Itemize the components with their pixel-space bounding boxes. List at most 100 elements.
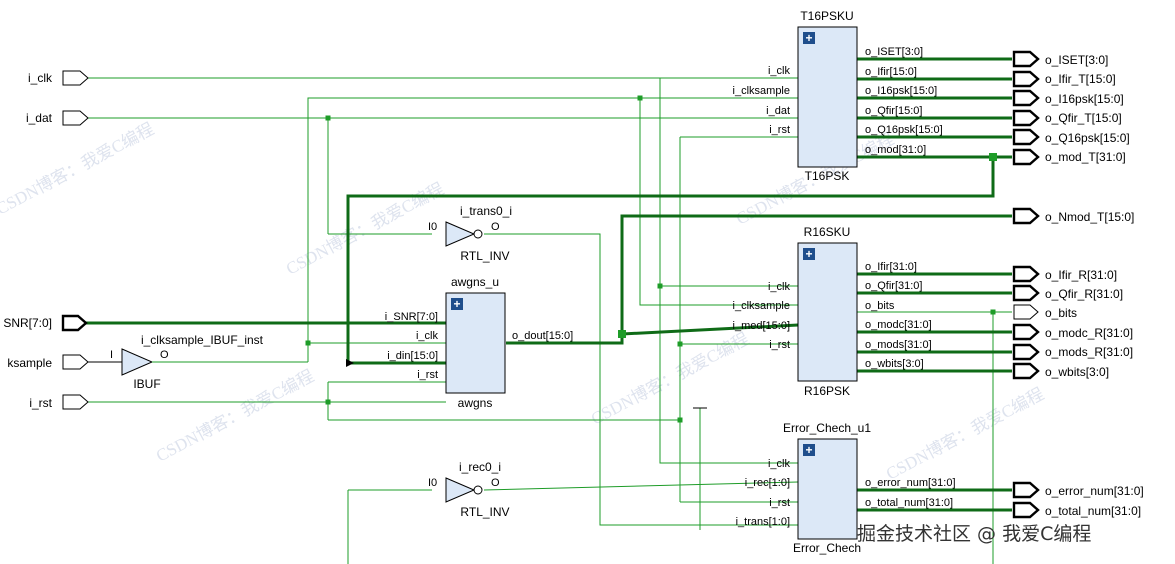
- inverter-icon[interactable]: [445, 477, 476, 503]
- port-o-ifir-t[interactable]: [1012, 70, 1040, 88]
- port-label-i-rst: i_rst: [29, 396, 52, 410]
- port-label: o_Qfir_T[15:0]: [1045, 111, 1122, 125]
- gate-ibuf[interactable]: i_clksample_IBUF_inst I O IBUF: [88, 333, 264, 391]
- port-label-i-snr: SNR[7:0]: [3, 316, 52, 330]
- junction-dot: [677, 341, 683, 347]
- port-o-mod-t[interactable]: [1012, 148, 1040, 166]
- pin-label: o_I16psk[15:0]: [865, 85, 937, 97]
- pin-label: i_rst: [769, 339, 790, 351]
- port-o-qfir-r[interactable]: [1012, 284, 1040, 302]
- inverter-bubble: [473, 485, 483, 495]
- expand-plus: +: [805, 31, 812, 45]
- pin-label: i_rst: [417, 369, 438, 381]
- pin-label: i_trans[1:0]: [736, 516, 790, 528]
- block-awgns[interactable]: awgns_u + awgns i_SNR[7:0] i_clk i_din[1…: [385, 275, 573, 410]
- pin-label: i_clksample: [733, 300, 790, 312]
- expand-icon[interactable]: [451, 298, 463, 310]
- block-type-name: T16PSK: [805, 169, 850, 183]
- port-label: o_Nmod_T[15:0]: [1045, 210, 1134, 224]
- port-label-i-dat: i_dat: [26, 111, 53, 125]
- port-i-snr[interactable]: [61, 314, 88, 332]
- block-type-name: awgns: [458, 396, 493, 410]
- gate-pin-label: O: [160, 349, 169, 361]
- pin-label: o_Qfir[31:0]: [865, 280, 922, 292]
- port-i-clk[interactable]: [62, 70, 89, 86]
- port-o-error-num[interactable]: [1012, 481, 1040, 499]
- port-o-ifir-r[interactable]: [1012, 265, 1040, 283]
- gate-type-name: IBUF: [133, 377, 160, 391]
- pin-label: i_med[15:0]: [733, 320, 790, 332]
- pin-label: o_Ifir[15:0]: [865, 66, 917, 78]
- port-label: o_total_num[31:0]: [1045, 504, 1141, 518]
- expand-icon[interactable]: [803, 248, 815, 260]
- net-trans[interactable]: [484, 233, 798, 526]
- port-o-mods-r[interactable]: [1012, 343, 1040, 361]
- block-error-chech[interactable]: Error_Chech_u1 + Error_Chech i_clk i_rec…: [736, 421, 956, 555]
- port-label-i-clksample: ksample: [7, 356, 52, 370]
- port-label: o_Ifir_R[31:0]: [1045, 268, 1117, 282]
- inverter-icon[interactable]: [445, 221, 476, 247]
- bus-mod-loop[interactable]: [346, 157, 995, 365]
- block-r16sku[interactable]: R16SKU + R16PSK i_clk i_clksample i_med[…: [733, 225, 932, 398]
- port-o-bits[interactable]: [1013, 304, 1039, 320]
- port-i-clksample[interactable]: [62, 354, 89, 370]
- gate-instance-name: i_trans0_i: [460, 204, 512, 218]
- block-type-name: R16PSK: [804, 384, 850, 398]
- bus-dout-nmod[interactable]: [506, 214, 1012, 345]
- block-t16psku[interactable]: T16PSKU + T16PSK i_clk i_clksample i_dat…: [733, 9, 943, 183]
- port-o-modc-r[interactable]: [1012, 323, 1040, 341]
- port-label: o_I16psk[15:0]: [1045, 92, 1124, 106]
- gate-inv-trans[interactable]: i_trans0_i I0 O RTL_INV: [428, 204, 512, 263]
- pin-label: o_ISET[3:0]: [865, 46, 923, 58]
- junction-layer: [305, 95, 997, 423]
- expand-icon[interactable]: [803, 444, 815, 456]
- port-label: o_bits: [1045, 306, 1077, 320]
- junction-dot: [325, 115, 331, 121]
- pin-label: o_mods[31:0]: [865, 339, 932, 351]
- port-label: o_Qfir_R[31:0]: [1045, 287, 1123, 301]
- junction-dot: [677, 417, 683, 423]
- gate-instance-name: i_rec0_i: [459, 460, 501, 474]
- port-label: o_mod_T[31:0]: [1045, 150, 1126, 164]
- bus-layer: [86, 57, 1012, 512]
- net-clksample-r16[interactable]: [639, 98, 798, 306]
- port-i-dat[interactable]: [62, 110, 89, 126]
- junction-dot: [989, 153, 997, 161]
- port-label: o_Ifir_T[15:0]: [1045, 72, 1116, 86]
- buffer-icon[interactable]: [121, 348, 154, 376]
- gate-pin-label: I0: [428, 477, 437, 489]
- pin-label: o_bits: [865, 300, 895, 312]
- bus-med[interactable]: [621, 323, 799, 336]
- gate-pin-label: I: [110, 349, 113, 361]
- wire-layer: [88, 77, 1012, 564]
- block-body[interactable]: [797, 242, 858, 382]
- net-clksample-t16[interactable]: [307, 97, 798, 362]
- net-clk-err[interactable]: [659, 286, 798, 464]
- pin-label: o_wbits[3:0]: [865, 358, 924, 370]
- expand-icon[interactable]: [803, 32, 815, 44]
- port-i-rst[interactable]: [62, 394, 89, 410]
- pin-label: i_dat: [766, 105, 790, 117]
- port-o-wbits[interactable]: [1012, 362, 1040, 380]
- bus-arrow-icon: [346, 359, 354, 367]
- block-instance-name: Error_Chech_u1: [783, 421, 871, 435]
- block-body[interactable]: [797, 26, 858, 168]
- port-o-nmod-t[interactable]: [1012, 207, 1040, 225]
- expand-plus: +: [453, 297, 460, 311]
- port-o-q16psk[interactable]: [1012, 128, 1040, 146]
- pin-label: i_clk: [416, 330, 439, 342]
- port-o-iset[interactable]: [1012, 50, 1040, 68]
- port-label: o_mods_R[31:0]: [1045, 345, 1133, 359]
- pin-label: i_SNR[7:0]: [385, 311, 438, 323]
- junction-dot: [990, 309, 996, 315]
- pin-label: o_modc[31:0]: [865, 319, 932, 331]
- gate-type-name: RTL_INV: [460, 505, 509, 519]
- port-o-i16psk[interactable]: [1012, 89, 1040, 107]
- port-o-qfir-t[interactable]: [1012, 109, 1040, 127]
- net-rec[interactable]: [483, 481, 799, 491]
- port-o-total-num[interactable]: [1012, 501, 1040, 519]
- junction-dot: [657, 283, 663, 289]
- gate-inv-rec[interactable]: i_rec0_i I0 O RTL_INV: [428, 460, 510, 519]
- gate-instance-name: i_clksample_IBUF_inst: [141, 333, 264, 347]
